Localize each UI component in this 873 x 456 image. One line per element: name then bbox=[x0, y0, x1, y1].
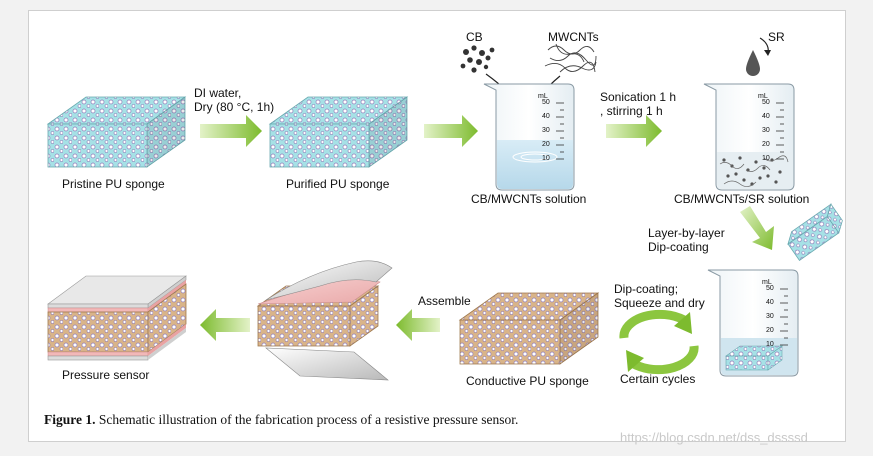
arrow-step5 bbox=[396, 309, 440, 341]
arrow-step6 bbox=[200, 309, 250, 341]
beaker-dip-coating bbox=[707, 269, 799, 377]
label-pristine-sponge: Pristine PU sponge bbox=[62, 177, 165, 191]
label-squeeze-dry: Squeeze and dry bbox=[614, 296, 705, 310]
beaker1-tick-50: 50 bbox=[542, 99, 550, 106]
sr-drop bbox=[746, 50, 760, 76]
beaker-cb-mwcnts-sr bbox=[703, 83, 795, 191]
arrow-step3 bbox=[606, 115, 662, 147]
beaker3-tick-40: 40 bbox=[766, 299, 774, 306]
cb-particles bbox=[460, 45, 495, 73]
arrow-layer-by-layer bbox=[740, 206, 774, 250]
label-sr: SR bbox=[768, 30, 785, 44]
label-conductive-sponge: Conductive PU sponge bbox=[466, 374, 589, 388]
label-step1-line1: DI water, bbox=[194, 86, 242, 100]
tilted-sponge bbox=[787, 203, 843, 261]
beaker1-tick-40: 40 bbox=[542, 113, 550, 120]
beaker1-tick-20: 20 bbox=[542, 141, 550, 148]
pressure-sensor-device bbox=[47, 275, 187, 361]
label-sonication-line2: , stirring 1 h bbox=[600, 104, 663, 118]
arrow-step2 bbox=[424, 115, 478, 147]
label-layer-by-layer: Layer-by-layer bbox=[648, 226, 725, 240]
label-cb-mwcnts-solution: CB/MWCNTs solution bbox=[471, 192, 587, 206]
label-mwcnts: MWCNTs bbox=[548, 30, 599, 44]
label-certain-cycles: Certain cycles bbox=[620, 372, 696, 386]
beaker1-unit: mL bbox=[538, 93, 548, 100]
beaker2-tick-10: 10 bbox=[762, 155, 770, 162]
beaker3-tick-30: 30 bbox=[766, 313, 774, 320]
conductive-sponge bbox=[458, 292, 600, 365]
label-cb-mwcnts-sr-solution: CB/MWCNTs/SR solution bbox=[674, 192, 810, 206]
arrow-step1 bbox=[200, 115, 262, 147]
beaker2-tick-20: 20 bbox=[762, 141, 770, 148]
caption-figure-number: Figure 1. bbox=[44, 412, 96, 427]
caption-text: Schematic illustration of the fabricatio… bbox=[95, 412, 519, 427]
cycle-arrows bbox=[619, 309, 699, 375]
label-dip-coating-2: Dip-coating; bbox=[614, 282, 679, 296]
label-dip-coating: Dip-coating bbox=[648, 240, 709, 254]
beaker1-tick-10: 10 bbox=[542, 155, 550, 162]
mwcnts-fibers bbox=[544, 43, 597, 73]
beaker2-tick-40: 40 bbox=[762, 113, 770, 120]
label-pressure-sensor: Pressure sensor bbox=[62, 368, 150, 382]
beaker-cb-mwcnts bbox=[483, 83, 575, 191]
label-cb: CB bbox=[466, 30, 483, 44]
figure-frame bbox=[28, 10, 846, 442]
beaker2-unit: mL bbox=[758, 93, 768, 100]
pristine-sponge bbox=[46, 96, 187, 168]
beaker1-tick-30: 30 bbox=[542, 127, 550, 134]
assembly-illustration bbox=[256, 260, 393, 381]
figure-caption: Figure 1. Schematic illustration of the … bbox=[44, 412, 518, 428]
watermark: https://blog.csdn.net/dss_dssssd bbox=[620, 430, 808, 445]
beaker2-tick-50: 50 bbox=[762, 99, 770, 106]
label-assemble: Assemble bbox=[418, 294, 471, 308]
purified-sponge bbox=[268, 96, 409, 168]
beaker3-unit: mL bbox=[762, 279, 772, 286]
label-step1-line2: Dry (80 °C, 1h) bbox=[194, 100, 275, 114]
beaker3-tick-20: 20 bbox=[766, 327, 774, 334]
label-sonication-line1: Sonication 1 h bbox=[600, 90, 677, 104]
beaker3-tick-10: 10 bbox=[766, 341, 774, 348]
beaker3-tick-50: 50 bbox=[766, 285, 774, 292]
beaker2-tick-30: 30 bbox=[762, 127, 770, 134]
label-purified-sponge: Purified PU sponge bbox=[286, 177, 390, 191]
